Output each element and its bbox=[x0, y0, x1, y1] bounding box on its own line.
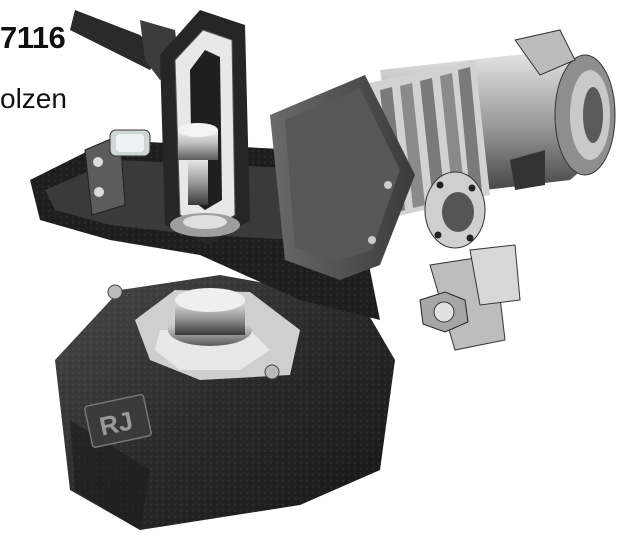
coupling-pin-assembly bbox=[107, 261, 300, 380]
brand-logo-mark: RJ bbox=[97, 405, 136, 441]
product-number-text: 7116 bbox=[0, 20, 66, 55]
pneumatic-cylinder bbox=[360, 29, 616, 249]
coupling-jaw-body: RJ bbox=[55, 275, 395, 530]
cutaway-housing bbox=[160, 10, 250, 245]
hose-connector bbox=[419, 244, 521, 351]
cover-plate bbox=[270, 75, 415, 280]
product-description-text: olzen bbox=[0, 83, 67, 114]
